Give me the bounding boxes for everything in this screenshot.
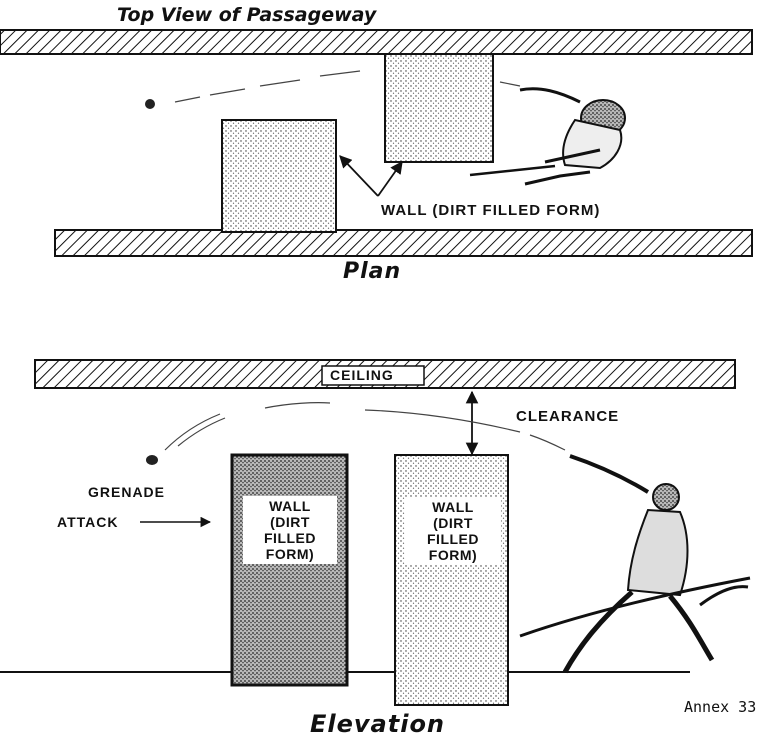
plan-leader-line-right — [377, 160, 403, 197]
wall-right-line-2: (DIRT — [433, 515, 473, 531]
elevation-wall-left — [230, 453, 349, 687]
plan-title: Top View of Passageway — [117, 4, 377, 26]
plan-top-wall — [0, 29, 753, 55]
wall-left-line-3: FILLED — [264, 530, 316, 546]
wall-right-line-4: FORM) — [428, 547, 478, 563]
elevation-wall-right-label: WALL (DIRT FILLED FORM) — [405, 497, 501, 565]
plan-grenade-trajectory — [174, 70, 521, 103]
plan-view — [0, 29, 753, 257]
annex-label: Annex 33 — [684, 698, 757, 716]
elevation-grenade — [146, 455, 158, 465]
plan-soldier-figure — [469, 87, 626, 186]
ceiling-label: CEILING — [330, 367, 394, 383]
wall-right-line-1: WALL — [432, 499, 474, 515]
wall-left-line-4: FORM) — [265, 546, 315, 562]
ceiling-label-box — [321, 365, 425, 386]
wall-left-line-1: WALL — [269, 498, 311, 514]
plan-wall-label: WALL (DIRT FILLED FORM) — [381, 202, 601, 219]
plan-caption: Plan — [343, 259, 402, 284]
grenade-label: GRENADE — [88, 484, 166, 500]
plan-wall-block-left — [221, 119, 337, 233]
plan-grenade — [145, 99, 155, 109]
plan-wall-block-right — [384, 53, 494, 163]
plan-bottom-wall — [54, 229, 753, 257]
clearance-label: CLEARANCE — [516, 408, 620, 425]
wall-right-line-3: FILLED — [427, 531, 479, 547]
elevation-soldier-figure — [519, 454, 751, 674]
attack-label: ATTACK — [57, 514, 119, 530]
plan-leader-line-left — [339, 155, 379, 197]
wall-left-line-2: (DIRT — [270, 514, 310, 530]
elevation-view — [0, 359, 751, 706]
elevation-wall-right — [394, 454, 509, 706]
elevation-wall-left-label: WALL (DIRT FILLED FORM) — [243, 496, 337, 564]
elevation-grenade-trajectory — [164, 402, 566, 451]
elevation-caption: Elevation — [310, 710, 446, 738]
